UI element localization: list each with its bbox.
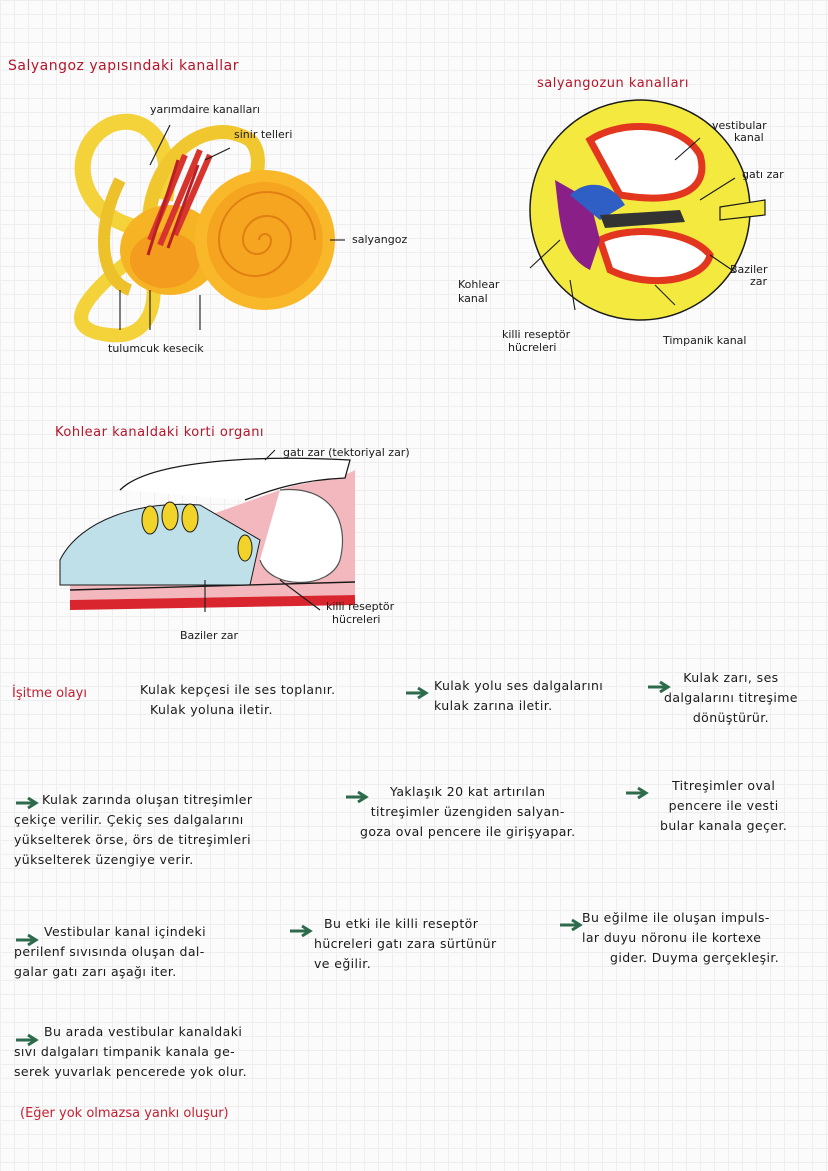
section1-title: Salyangoz yapısındaki kanallar [8, 58, 239, 74]
label-killi-2: killi reseptör hücreleri [502, 328, 571, 355]
arrow-icon [626, 786, 649, 800]
step-2: Kulak yolu ses dalgalarını kulak zarına … [434, 678, 604, 713]
label-salyangoz: salyangoz [352, 233, 408, 246]
step-4: Kulak zarında oluşan titreşimler çekiçe … [14, 792, 253, 867]
cochlea-cross-section-drawing [529, 99, 766, 321]
label-vestibular: vestibular kanal [712, 119, 767, 145]
inner-ear-drawing [74, 113, 335, 343]
label-gati-zar-3: gatı zar (tektoriyal zar) [283, 446, 410, 459]
arrow-icon [16, 1033, 39, 1047]
arrow-icon [406, 686, 429, 700]
label-baziler-3: Baziler zar [180, 629, 238, 642]
label-killi-3: killi reseptör hücreleri [326, 600, 395, 627]
section3-title: Kohlear kanaldaki korti organı [55, 425, 265, 440]
process-heading: İşitme olayı [12, 686, 87, 701]
pointer-lines [119, 124, 736, 612]
step-1: Kulak kepçesi ile ses toplanır. Kulak yo… [140, 682, 336, 717]
label-sinir-telleri: sinir telleri [234, 128, 293, 141]
figures-canvas [59, 99, 766, 612]
process-note: (Eğer yok olmazsa yankı oluşur) [20, 1106, 229, 1121]
step-8: Bu etki ile killi reseptör hücreleri gat… [314, 916, 497, 971]
step-9: Bu eğilme ile oluşan impuls- lar duyu nö… [582, 910, 780, 965]
label-tulumcuk: tulumcuk kesecik [108, 342, 204, 355]
arrow-icon [16, 933, 39, 947]
arrow-icon [560, 918, 583, 932]
label-kohlear: Kohlear kanal [458, 278, 500, 306]
step-5: Yaklaşık 20 kat artırılan titreşimler üz… [360, 784, 576, 839]
label-gati-zar-2: gatı zar [742, 168, 784, 181]
arrow-icon [346, 790, 369, 804]
label-yarimdaire: yarımdaire kanalları [150, 103, 260, 116]
step-10: Bu arada vestibular kanaldaki sıvı dalga… [14, 1024, 247, 1079]
step-3: Kulak zarı, ses dalgalarını titreşime dö… [664, 670, 798, 725]
label-timpanik: Timpanik kanal [663, 334, 747, 347]
label-baziler-2: Baziler zar [730, 263, 768, 289]
arrow-icon [290, 924, 313, 938]
arrow-icon [16, 796, 39, 810]
organ-of-corti-drawing [59, 457, 356, 610]
step-6: Titreşimler oval pencere ile vesti bular… [660, 778, 788, 833]
arrow-icon [648, 680, 671, 694]
section2-title: salyangozun kanalları [537, 76, 690, 91]
step-7: Vestibular kanal içindeki perilenf sıvıs… [14, 924, 207, 979]
